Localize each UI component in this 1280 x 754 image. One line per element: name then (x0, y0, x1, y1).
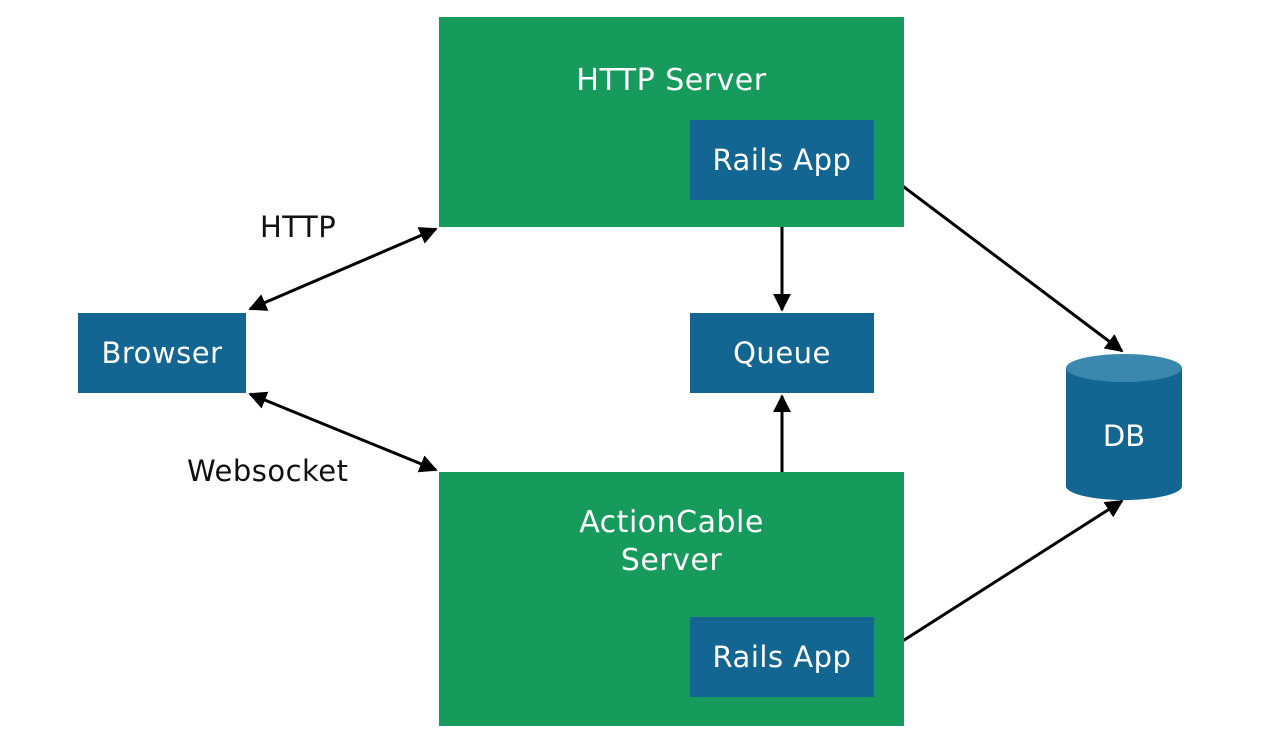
arrow-browser-http-server (248, 227, 438, 311)
db-label: DB (1102, 419, 1146, 453)
arrow-browser-actioncable-server (248, 391, 438, 473)
arrow-rails-app-bottom-db (874, 499, 1124, 660)
rails-app-top: Rails App (690, 120, 874, 200)
http-server-title: HTTP Server (576, 63, 767, 98)
actioncable-server-title-line1: ActionCable (579, 505, 764, 540)
db-cylinder-body (1066, 368, 1182, 500)
db-cylinder-top (1066, 354, 1182, 382)
http-edge-label: HTTP (260, 210, 337, 244)
rails-app-bottom: Rails App (690, 617, 874, 697)
actioncable-server-title-line2: Server (620, 543, 723, 578)
db-cylinder (1066, 354, 1182, 500)
websocket-edge-label: Websocket (187, 454, 349, 488)
browser-box: Browser (78, 313, 246, 393)
queue-box: Queue (690, 313, 874, 393)
arrow-rails-app-top-db (874, 164, 1124, 353)
